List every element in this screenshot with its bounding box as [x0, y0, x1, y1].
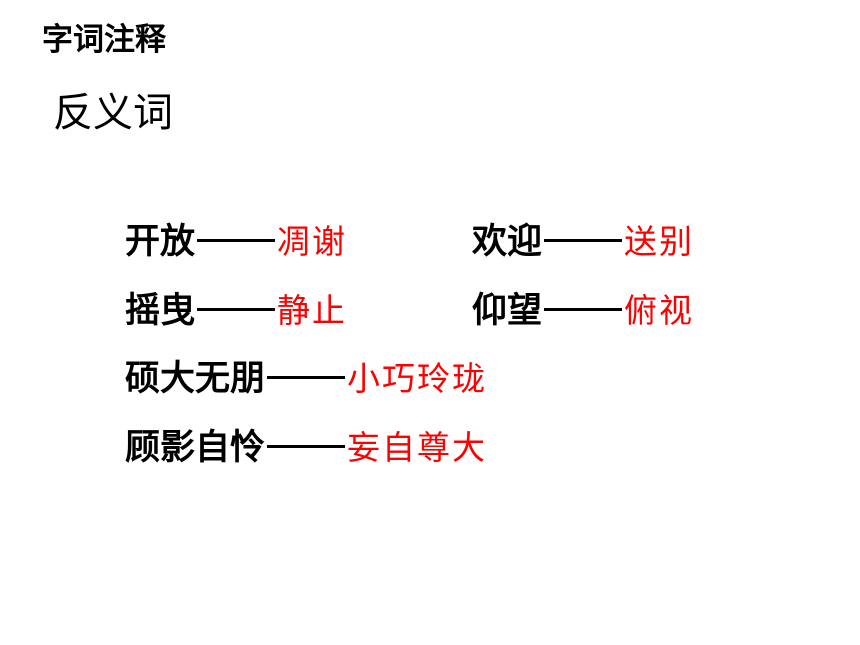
pair-word: 仰望	[472, 291, 543, 331]
pair-antonym: 凋谢	[277, 222, 348, 261]
page-heading: 字词注释	[42, 22, 166, 58]
antonym-pair: 硕大无朋 小巧玲珑	[125, 356, 487, 402]
antonym-pair: 欢迎 送别	[472, 219, 694, 265]
pair-antonym: 妄自尊大	[347, 428, 488, 467]
pair-word: 顾影自怜	[125, 428, 266, 468]
pair-dash	[197, 307, 276, 311]
pair-dash	[267, 375, 346, 379]
pair-dash	[197, 238, 276, 242]
antonym-pair: 顾影自怜 妄自尊大	[125, 425, 487, 471]
pair-word: 硕大无朋	[125, 359, 266, 399]
pair-antonym: 送别	[624, 222, 695, 261]
antonym-pair: 开放 凋谢	[125, 219, 347, 265]
pair-word: 欢迎	[472, 222, 543, 262]
pair-dash	[267, 444, 346, 448]
pair-antonym: 小巧玲珑	[347, 359, 488, 398]
pair-word: 摇曳	[125, 291, 196, 331]
pair-antonym: 俯视	[624, 291, 695, 330]
antonym-pair: 仰望 俯视	[472, 288, 694, 334]
pair-word: 开放	[125, 222, 196, 262]
pair-antonym: 静止	[277, 291, 348, 330]
section-title: 反义词	[53, 90, 173, 136]
pair-dash	[544, 307, 623, 311]
pair-dash	[544, 238, 623, 242]
antonym-pair: 摇曳 静止	[125, 288, 347, 334]
